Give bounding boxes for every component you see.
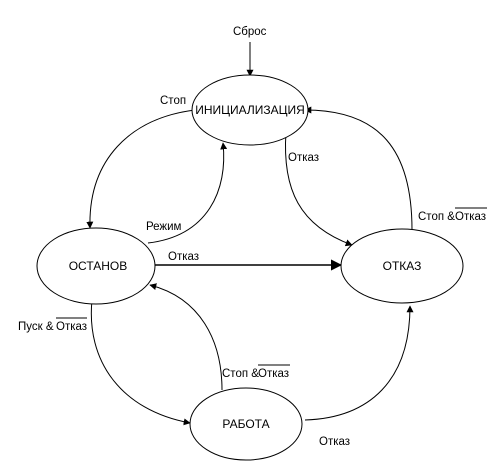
state-stop-label: ОСТАНОВ (69, 259, 128, 273)
label-stop-to-fault: Отказ (168, 251, 199, 263)
edge-init-to-stop (86, 109, 196, 229)
edge-stop-to-init (147, 142, 228, 244)
state-fault-label: ОТКАЗ (383, 259, 422, 273)
label-fault-to-init-a: Стоп & (418, 211, 455, 223)
label-run-to-stop-a: Стоп & (222, 368, 259, 380)
label-run-to-fault: Отказ (319, 436, 350, 448)
label-init-to-stop: Стоп (160, 95, 186, 107)
state-fault: ОТКАЗ (340, 228, 464, 304)
state-run: РАБОТА (189, 387, 303, 461)
label-run-to-stop: Стоп & Отказ (222, 364, 290, 380)
state-stop: ОСТАНОВ (36, 227, 156, 305)
edge-run-to-fault (304, 305, 414, 421)
state-init: ИНИЦИАЛИЗАЦИЯ (191, 74, 309, 146)
label-stop-to-run-b: Отказ (56, 321, 87, 333)
label-run-to-stop-b: Отказ (258, 368, 289, 380)
state-run-label: РАБОТА (222, 417, 269, 431)
edge-fault-to-init (304, 106, 413, 231)
state-init-label: ИНИЦИАЛИЗАЦИЯ (195, 103, 305, 117)
label-stop-to-init: Режим (146, 221, 182, 233)
label-fault-to-init: Стоп & Отказ (418, 207, 487, 223)
label-fault-to-init-b: Отказ (455, 211, 486, 223)
edge-init-to-fault (284, 131, 353, 247)
edge-stop-to-run (90, 299, 191, 426)
edge-run-to-stop (149, 283, 223, 391)
label-init-to-fault: Отказ (288, 152, 319, 164)
label-reset: Сброс (233, 26, 267, 38)
label-stop-to-run-a: Пуск & (18, 321, 54, 333)
label-stop-to-run: Пуск & Отказ (18, 317, 87, 333)
